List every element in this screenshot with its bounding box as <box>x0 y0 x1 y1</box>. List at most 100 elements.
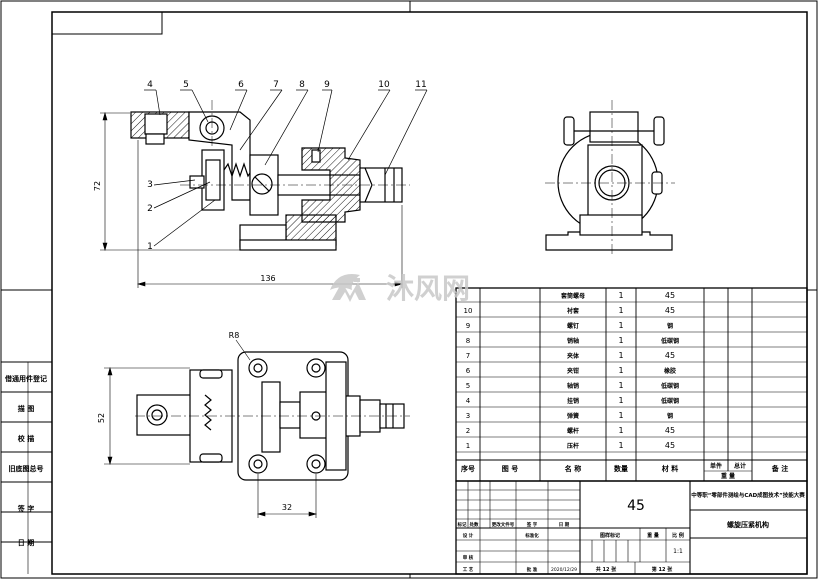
balloon-leaders <box>144 89 428 247</box>
side-label: 借通用件登记 <box>4 374 47 383</box>
balloon-label: 9 <box>324 80 330 90</box>
top-dimension-lines <box>104 339 318 518</box>
code-box <box>51 11 163 35</box>
bom-material: 钢 <box>667 412 673 420</box>
bom-header-unit-weight: 单件 <box>710 462 722 470</box>
bom-name: 夹体 <box>567 352 580 360</box>
bom-material: 45 <box>665 306 675 315</box>
bom-qty: 1 <box>618 441 623 450</box>
side-registration-column: 借通用件登记 描 图 校 描 旧底图总号 签 字 日 期 <box>1 289 53 574</box>
bom-no: 4 <box>466 397 471 405</box>
balloon-label: 11 <box>415 80 426 90</box>
title-date-header: 日 期 <box>559 521 570 528</box>
bom-material: 低碳钢 <box>660 397 679 405</box>
front-view <box>130 100 410 251</box>
bom-material: 45 <box>665 351 675 360</box>
bom-header-code: 图 号 <box>502 464 518 473</box>
bom-qty: 1 <box>618 291 623 300</box>
title-scale-value: 1:1 <box>673 548 683 555</box>
title-material: 45 <box>627 498 645 514</box>
dim-length: 136 <box>260 274 275 283</box>
bom-table <box>455 287 808 482</box>
bom-header-weight: 重 量 <box>721 472 735 480</box>
bom-qty: 1 <box>618 411 623 420</box>
balloon-label: 2 <box>147 204 153 214</box>
bom-name: 压杆 <box>567 442 579 450</box>
balloon-label: 8 <box>299 80 305 90</box>
title-approve: 批 准 <box>527 566 538 573</box>
balloon-label: 1 <box>147 242 153 252</box>
title-stage: 图样标记 <box>600 532 620 539</box>
bom-header-total-weight: 总计 <box>734 462 746 470</box>
watermark-text: 沐风网 <box>386 272 470 305</box>
bom-material: 钢 <box>667 322 673 330</box>
bom-no: 3 <box>466 412 470 420</box>
bom-name: 螺杆 <box>567 427 579 435</box>
bom-no: 2 <box>466 427 470 435</box>
bom-material: 橡胶 <box>664 367 676 375</box>
bom-no: 7 <box>466 352 470 360</box>
dim-radius: R8 <box>229 331 240 340</box>
balloon-label: 6 <box>238 80 244 90</box>
bom-rows: 套筒螺母 1 45 10 衬套 1 45 9 螺钉 1 钢 8 销轴 1 低碳钢… <box>464 291 679 450</box>
bom-no: 9 <box>466 322 470 330</box>
bom-header: 序号 图 号 名 称 数量 材 料 单件 总计 重 量 备 注 <box>460 462 788 480</box>
bom-name: 轴销 <box>567 382 579 390</box>
bom-name: 挂销 <box>567 397 579 405</box>
bom-qty: 1 <box>618 306 623 315</box>
title-mark: 标记 <box>457 521 467 528</box>
bom-material: 低碳钢 <box>660 382 679 390</box>
bom-material: 45 <box>665 441 675 450</box>
dim-offset: 32 <box>282 503 292 512</box>
bom-header-name: 名 称 <box>565 464 581 473</box>
title-sheets: 共 12 张 <box>596 566 617 573</box>
bom-name: 夹钳 <box>567 367 579 375</box>
bom-qty: 1 <box>618 321 623 330</box>
title-sign: 签 字 <box>526 521 538 528</box>
title-sheet: 第 12 张 <box>652 566 673 573</box>
bom-name: 衬套 <box>566 307 579 315</box>
bom-name: 销轴 <box>567 337 579 345</box>
title-count: 处数 <box>469 521 479 528</box>
title-process: 工 艺 <box>463 566 474 573</box>
bom-qty: 1 <box>618 351 623 360</box>
balloon-label: 3 <box>147 180 153 190</box>
side-label: 描 图 <box>18 404 34 413</box>
bom-no: 1 <box>466 442 470 450</box>
bom-name: 弹簧 <box>567 412 579 420</box>
dim-height: 72 <box>93 181 102 191</box>
bom-header-remarks: 备 注 <box>771 464 788 473</box>
bom-no: 5 <box>466 382 470 390</box>
title-design: 设 计 <box>463 532 474 539</box>
dim-width: 52 <box>97 413 106 423</box>
bom-name: 螺钉 <box>567 322 579 330</box>
bom-name: 套筒螺母 <box>561 292 585 300</box>
title-standard: 标准化 <box>524 532 539 539</box>
bom-qty: 1 <box>618 426 623 435</box>
side-label: 旧底图总号 <box>9 464 44 473</box>
top-view <box>135 351 410 481</box>
title-school: 中等职“零部件测绘与CAD成图技术”技能大赛 <box>691 491 805 499</box>
side-view <box>545 100 675 255</box>
balloon-label: 4 <box>147 80 153 90</box>
bom-material: 45 <box>665 426 675 435</box>
balloon-label: 7 <box>273 80 279 90</box>
mf-logo-icon <box>330 274 366 302</box>
side-label: 签 字 <box>17 504 34 513</box>
bom-no: 6 <box>466 367 471 375</box>
title-date: 2020/12/29 <box>551 567 577 573</box>
title-weight: 重 量 <box>647 532 659 539</box>
bom-material: 45 <box>665 291 675 300</box>
balloon-label: 5 <box>183 80 189 90</box>
dimension-lines <box>100 111 404 288</box>
side-label: 校 描 <box>18 434 34 443</box>
side-label: 日 期 <box>18 538 34 547</box>
title-change-no: 更改文件号 <box>492 521 515 528</box>
bom-no: 8 <box>466 337 470 345</box>
balloon-label: 10 <box>378 80 390 90</box>
bom-header-no: 序号 <box>460 464 475 473</box>
title-review: 审 核 <box>463 554 474 561</box>
bom-header-qty: 数量 <box>614 464 628 473</box>
bom-no: 10 <box>464 307 473 315</box>
